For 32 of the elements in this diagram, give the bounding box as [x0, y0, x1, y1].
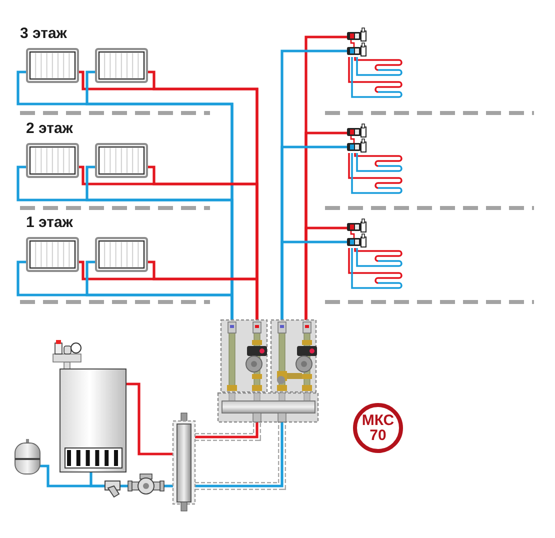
pipe [40, 464, 105, 488]
pipe [304, 226, 347, 320]
underfloor-heating-loop [347, 124, 402, 194]
pipe [280, 240, 347, 320]
pipe [164, 484, 173, 488]
radiator-icon [95, 143, 148, 178]
pump-group [220, 319, 268, 393]
model-code: МКС 70 [360, 413, 396, 443]
underfloor-heating-loop [347, 218, 402, 289]
pump-group [270, 319, 317, 393]
radiator-icon [26, 237, 79, 272]
model-badge [353, 403, 403, 453]
strainer-icon [104, 480, 120, 498]
expansion-tank [14, 439, 40, 474]
radiator-icon [26, 143, 79, 178]
underfloor-heating-loop [347, 28, 402, 98]
floor-label: 3 этаж [20, 25, 67, 42]
floor-label: 1 этаж [26, 214, 73, 231]
radiator-icon [95, 237, 148, 272]
pipe [126, 382, 173, 456]
pipe [86, 260, 234, 320]
pump-icon [128, 474, 164, 494]
hydraulic-separator [172, 412, 196, 512]
radiator-icon [95, 48, 148, 83]
pipe [195, 422, 286, 490]
pipe [120, 484, 128, 488]
radiator-icon [26, 48, 79, 83]
distribution-manifold [217, 392, 319, 423]
pipe [195, 422, 261, 441]
floor-label: 2 этаж [26, 120, 73, 137]
pipe [147, 260, 258, 320]
boiler [52, 340, 126, 472]
